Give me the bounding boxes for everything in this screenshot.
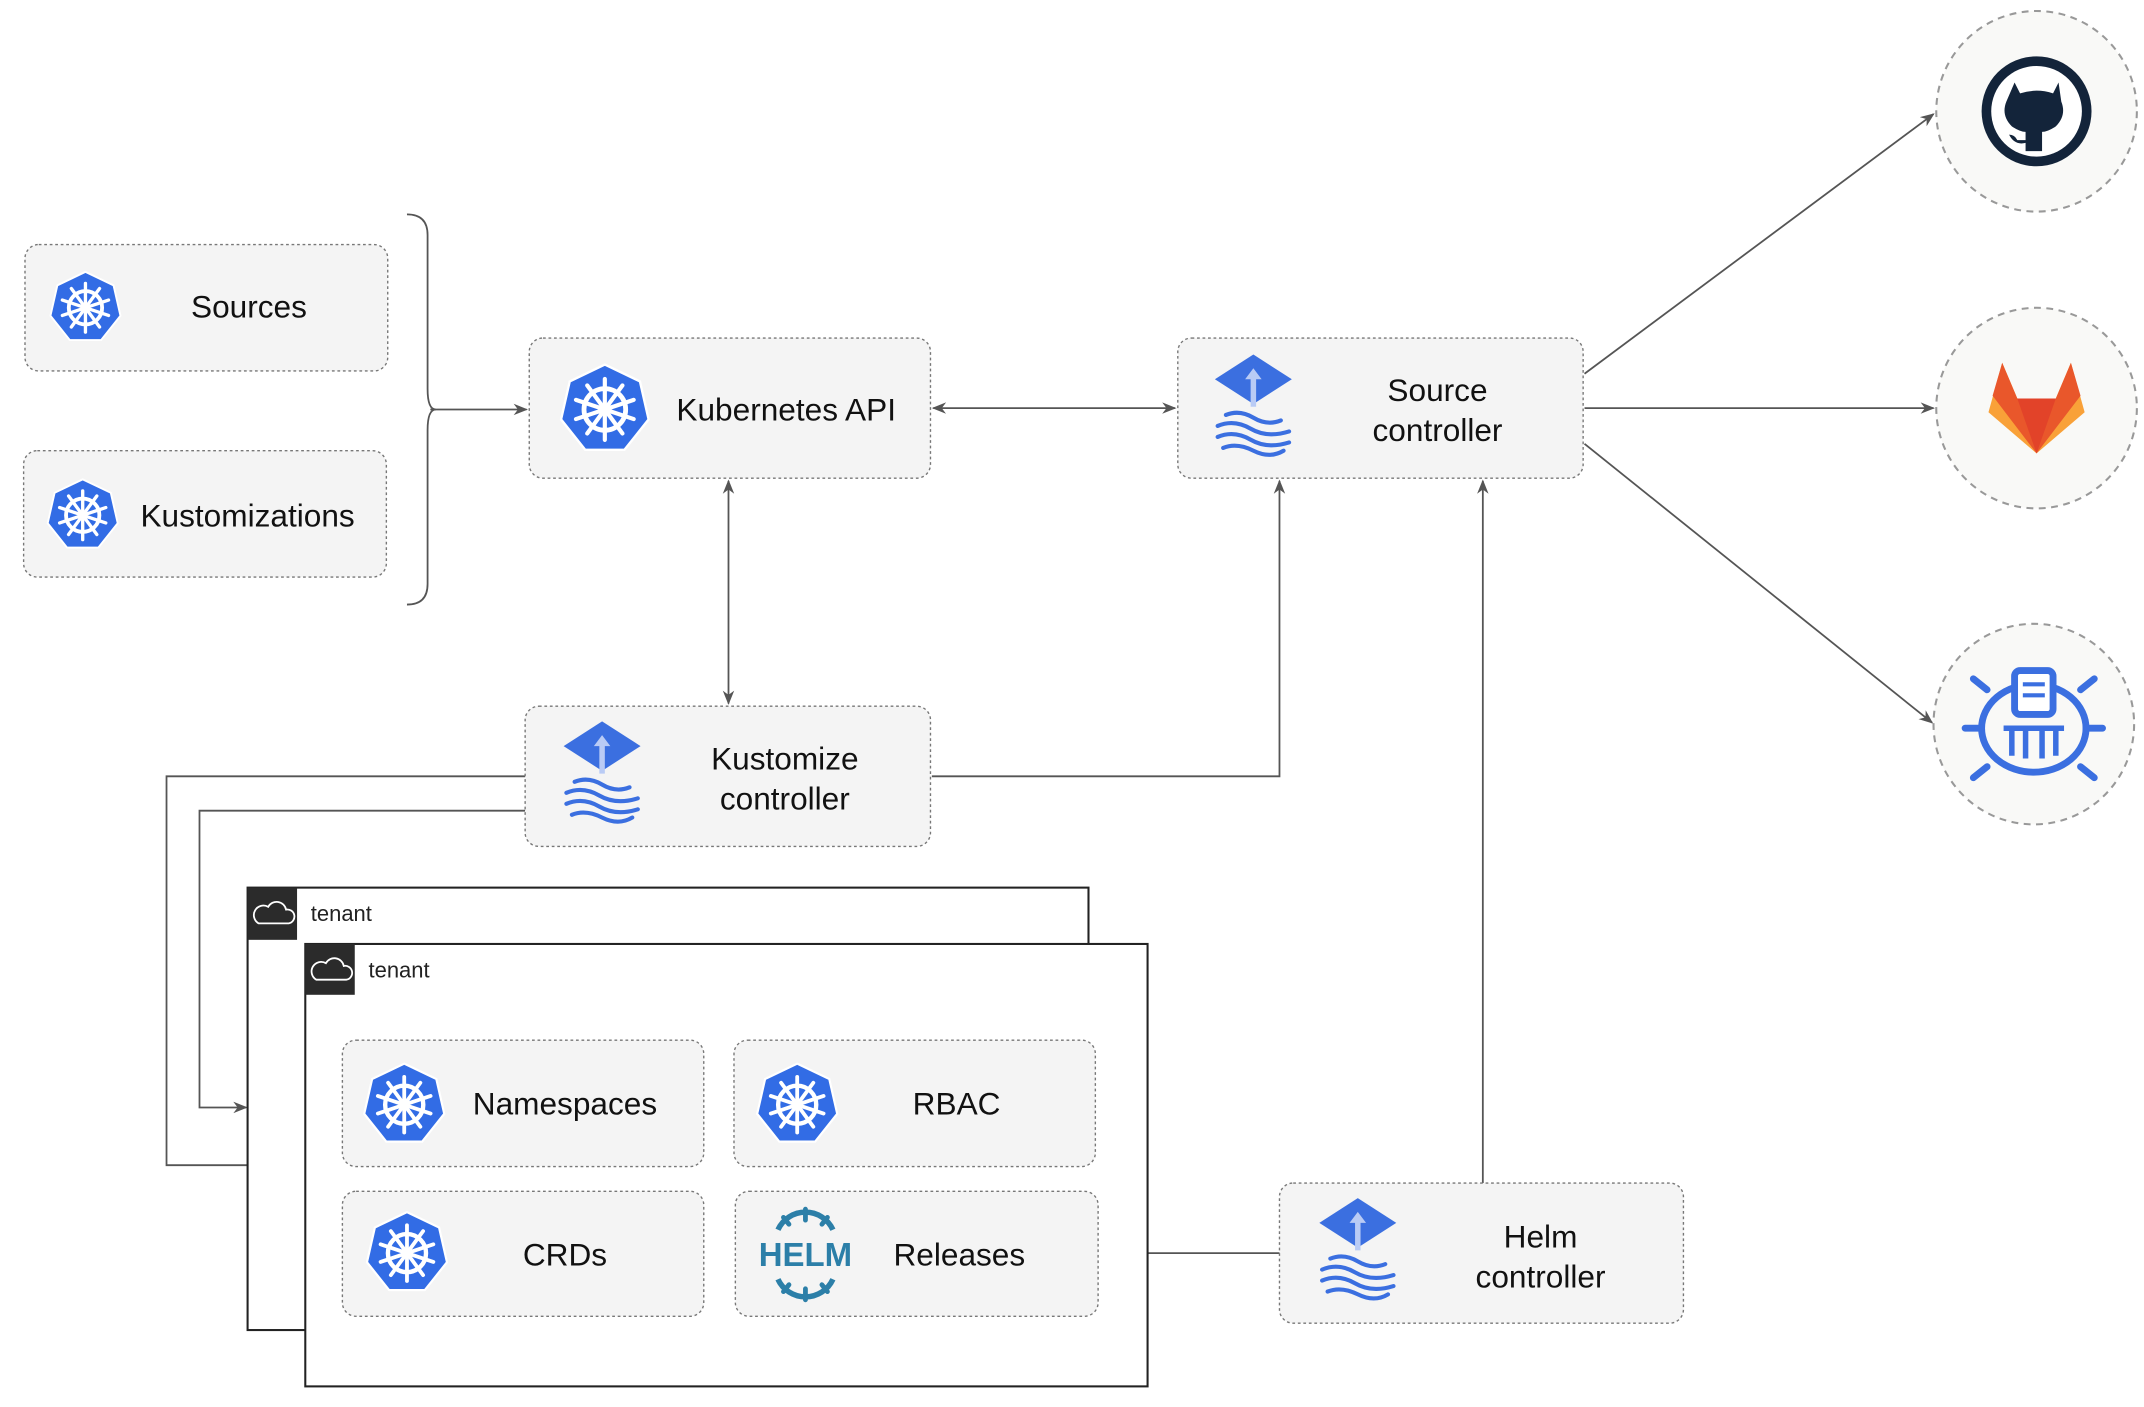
node-kustomize-controller: Kustomize controller — [524, 705, 932, 848]
node-label: Namespaces — [473, 1085, 657, 1121]
github-node — [1935, 9, 2138, 213]
edge-kustomize-to-tenant-front — [165, 775, 526, 1171]
node-label: CRDs — [523, 1236, 607, 1272]
node-rbac: RBAC — [733, 1039, 1097, 1168]
node-label: Source — [1387, 372, 1487, 408]
helm-logo-text: HELM — [759, 1236, 852, 1273]
helm-repository-node — [1932, 622, 2136, 826]
cloud-icon — [252, 901, 296, 925]
node-releases: HELM Releases — [734, 1190, 1099, 1318]
node-label: Kustomizations — [140, 497, 354, 533]
gitlab-node — [1935, 306, 2138, 510]
tenant-label: tenant — [311, 901, 372, 926]
node-label: Sources — [191, 288, 307, 324]
node-namespaces: Namespaces — [341, 1039, 705, 1168]
cloud-icon — [310, 957, 353, 981]
node-helm-controller: Helm controller — [1278, 1182, 1685, 1324]
tenant-label: tenant — [369, 958, 430, 983]
node-kubernetes-api: Kubernetes API — [528, 337, 932, 479]
edge-source-to-github — [1583, 113, 1935, 375]
node-label: RBAC — [913, 1085, 1001, 1121]
node-label: controller — [1476, 1258, 1606, 1294]
github-icon — [1981, 56, 2092, 167]
helm-icon: HELM — [759, 1206, 852, 1303]
node-label: controller — [720, 780, 850, 816]
node-label: Helm — [1504, 1219, 1578, 1255]
helm-repository-icon — [1961, 667, 2106, 782]
node-label: Releases — [893, 1236, 1025, 1272]
tenant-front: tenant Namespaces RBAC CRDs HELM Release… — [304, 942, 1149, 1388]
node-sources: Sources — [24, 243, 389, 372]
edge-kustomize-to-tenant-back — [198, 809, 526, 1114]
node-label: Kustomize — [711, 740, 858, 776]
edge-source-to-helm-repo — [1583, 443, 1934, 724]
node-crds: CRDs — [341, 1190, 705, 1318]
node-label: Kubernetes API — [676, 391, 896, 427]
node-label: controller — [1373, 412, 1503, 448]
gitlab-icon — [1988, 362, 2085, 454]
node-kustomizations: Kustomizations — [22, 449, 388, 578]
node-source-controller: Source controller — [1177, 337, 1584, 479]
edge-kustomize-to-source — [931, 479, 1286, 778]
